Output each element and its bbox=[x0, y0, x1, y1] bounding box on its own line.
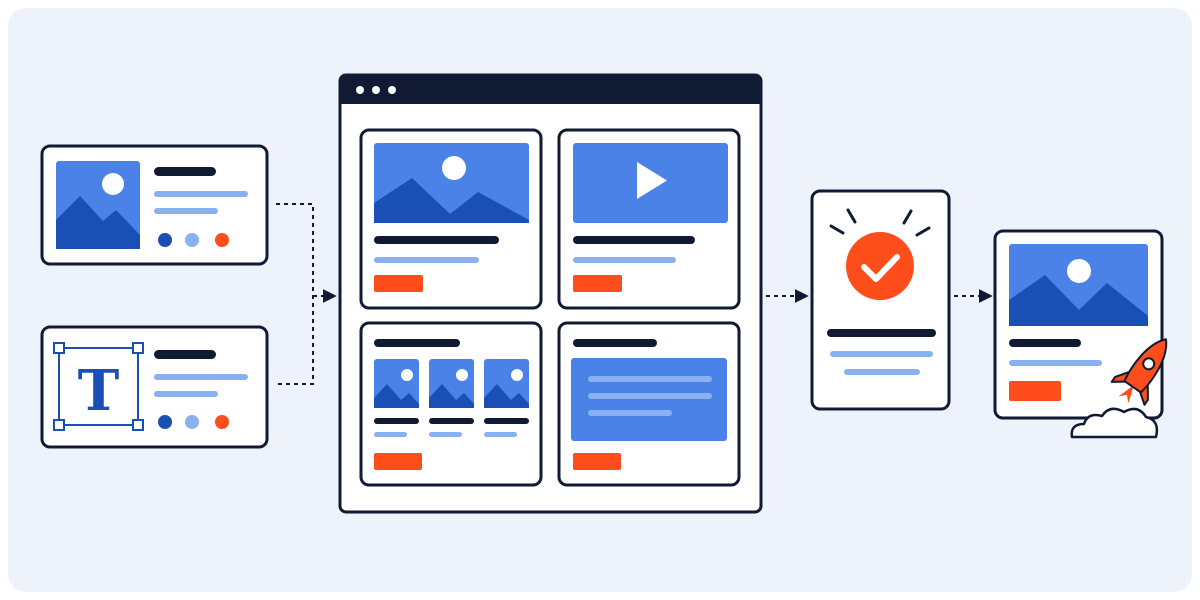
text-line bbox=[374, 432, 407, 437]
title-line bbox=[374, 339, 460, 347]
title-line bbox=[429, 418, 474, 424]
spark-lines bbox=[829, 208, 931, 237]
title-line bbox=[154, 350, 216, 359]
text-line bbox=[374, 257, 479, 263]
title-line bbox=[827, 329, 936, 337]
gallery-thumb-icon bbox=[429, 359, 474, 408]
text-line bbox=[154, 208, 218, 214]
gallery-thumb-icon bbox=[374, 359, 419, 408]
title-line bbox=[484, 418, 529, 424]
text-line bbox=[844, 369, 920, 375]
video-block-panel bbox=[557, 128, 741, 310]
merge-connector bbox=[276, 203, 337, 385]
color-dot-dark bbox=[158, 233, 172, 247]
image-block-panel bbox=[359, 128, 543, 310]
text-line bbox=[154, 391, 218, 397]
color-dot-light bbox=[185, 233, 199, 247]
image-asset-card bbox=[40, 144, 269, 266]
title-line bbox=[573, 339, 657, 347]
svg-text:T: T bbox=[78, 358, 120, 424]
gallery-thumb-icon bbox=[484, 359, 529, 408]
text-box bbox=[571, 358, 727, 441]
image-icon bbox=[374, 143, 529, 223]
gallery-block-panel bbox=[359, 321, 543, 487]
color-dot-light bbox=[185, 415, 199, 429]
window-dot bbox=[388, 86, 396, 94]
play-icon bbox=[637, 162, 667, 199]
image-icon bbox=[1009, 244, 1148, 326]
cta-bar bbox=[573, 453, 621, 470]
approval-card bbox=[810, 189, 951, 411]
text-line bbox=[588, 410, 672, 416]
color-dot-dark bbox=[158, 415, 172, 429]
title-line bbox=[154, 167, 216, 176]
text-line bbox=[484, 432, 517, 437]
cta-bar bbox=[374, 275, 423, 292]
title-line bbox=[374, 418, 419, 424]
text-line bbox=[573, 257, 676, 263]
title-line bbox=[1009, 339, 1081, 347]
check-circle-icon bbox=[846, 232, 914, 300]
text-line bbox=[588, 376, 712, 382]
text-tool-icon: T bbox=[53, 342, 144, 431]
text-line bbox=[1009, 360, 1102, 366]
rocket-icon bbox=[1110, 338, 1168, 406]
cta-bar bbox=[1009, 381, 1061, 401]
color-dot-accent bbox=[215, 415, 229, 429]
text-line bbox=[154, 191, 248, 197]
window-dot bbox=[356, 86, 364, 94]
browser-title-bar bbox=[340, 75, 761, 104]
text-line bbox=[830, 351, 933, 357]
text-block-panel bbox=[557, 321, 741, 487]
cta-bar bbox=[374, 453, 422, 470]
title-line bbox=[374, 236, 499, 244]
cta-bar bbox=[573, 275, 622, 292]
text-asset-card: T bbox=[40, 325, 269, 449]
launched-page-card bbox=[993, 229, 1164, 420]
color-dot-accent bbox=[215, 233, 229, 247]
browser-window bbox=[338, 73, 763, 514]
text-line bbox=[154, 374, 248, 380]
text-line bbox=[429, 432, 462, 437]
smoke-cloud bbox=[1070, 407, 1159, 439]
image-placeholder-icon bbox=[56, 161, 140, 249]
window-dot bbox=[372, 86, 380, 94]
title-line bbox=[573, 236, 695, 244]
text-line bbox=[588, 393, 712, 399]
